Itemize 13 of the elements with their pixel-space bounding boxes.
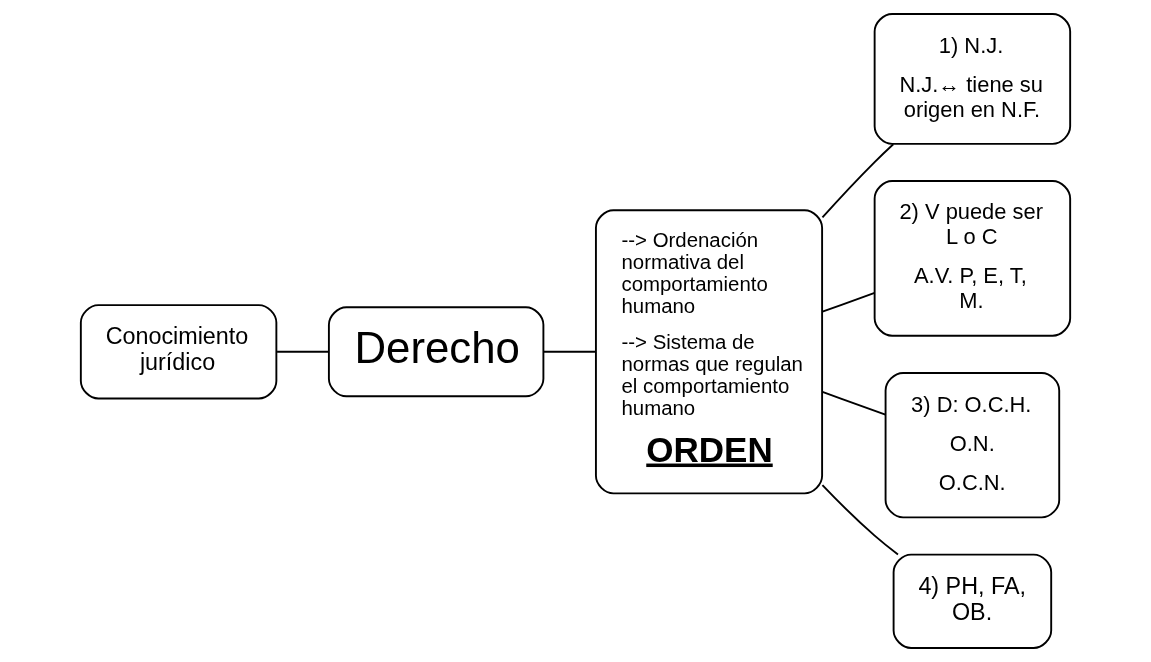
node-box: 3) D: O.C.H. O.N. O.C.N. <box>884 372 1061 519</box>
node-box: Derecho <box>327 306 545 398</box>
node-box: 4) PH, FA, OB. <box>892 553 1053 649</box>
node-box: 2) V puede ser L o C A.V. P, E, T, M. <box>873 180 1072 337</box>
node-box: --> Ordenación normativa del comportamiento humano --> Sistema de normas que regulan el comportamiento humano ORDEN <box>594 209 824 495</box>
connector <box>276 350 330 353</box>
connector <box>821 143 895 219</box>
connector <box>821 292 876 313</box>
connector <box>821 484 899 556</box>
node-box: Conocimiento jurídico <box>79 304 278 400</box>
node-box: 1) N.J. N.J.↔ tiene su origen en N.F. <box>873 13 1072 145</box>
connector <box>542 350 597 353</box>
connector <box>821 391 887 416</box>
